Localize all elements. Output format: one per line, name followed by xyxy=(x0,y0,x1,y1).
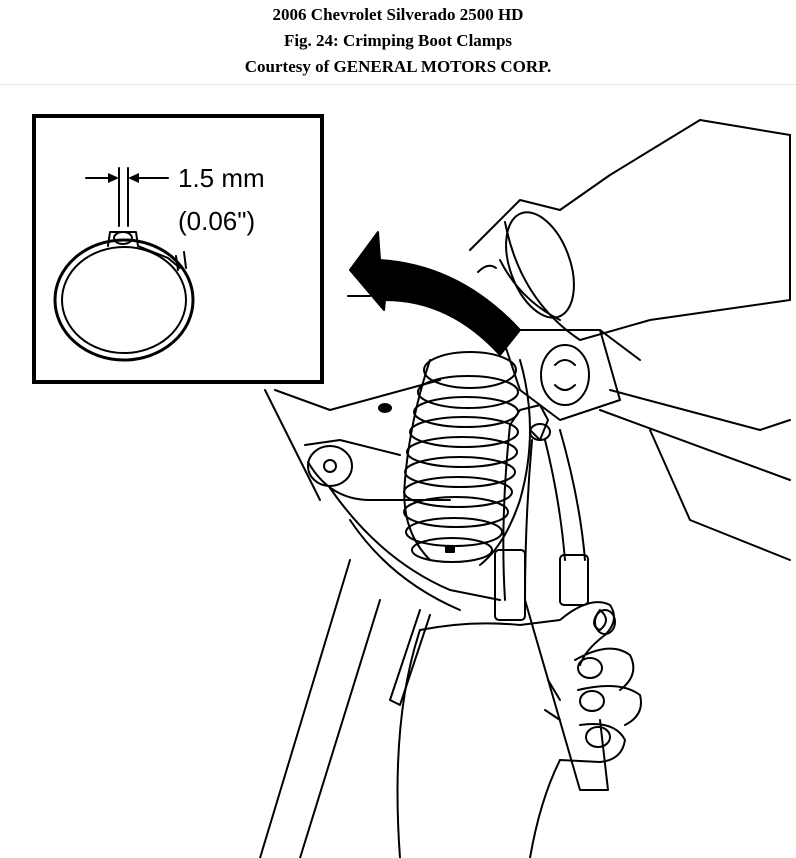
crimping-boot-clamps-drawing: 1.5 mm (0.06") xyxy=(32,114,791,858)
inner-tie-rod xyxy=(499,329,641,421)
measurement-in: (0.06") xyxy=(178,206,255,236)
callout-inset: 1.5 mm (0.06") xyxy=(32,114,324,384)
technical-illustration: 1.5 mm (0.06") xyxy=(0,86,796,858)
figure-title: Fig. 24: Crimping Boot Clamps xyxy=(283,31,513,50)
vehicle-title: 2006 Chevrolet Silverado 2500 HD xyxy=(272,5,524,24)
courtesy-line: Courtesy of GENERAL MOTORS CORP. xyxy=(244,57,552,76)
hand xyxy=(396,601,642,858)
crimping-pliers xyxy=(494,404,609,791)
mounting-bracket xyxy=(264,379,501,611)
rotation-arrow xyxy=(347,231,521,356)
frame-rails xyxy=(259,559,431,858)
measurement-mm: 1.5 mm xyxy=(178,163,265,193)
header-divider xyxy=(0,84,796,85)
steering-gear-housing xyxy=(469,119,791,561)
rubber-boot xyxy=(403,351,531,566)
document-header: 2006 Chevrolet Silverado 2500 HD Fig. 24… xyxy=(0,0,796,84)
